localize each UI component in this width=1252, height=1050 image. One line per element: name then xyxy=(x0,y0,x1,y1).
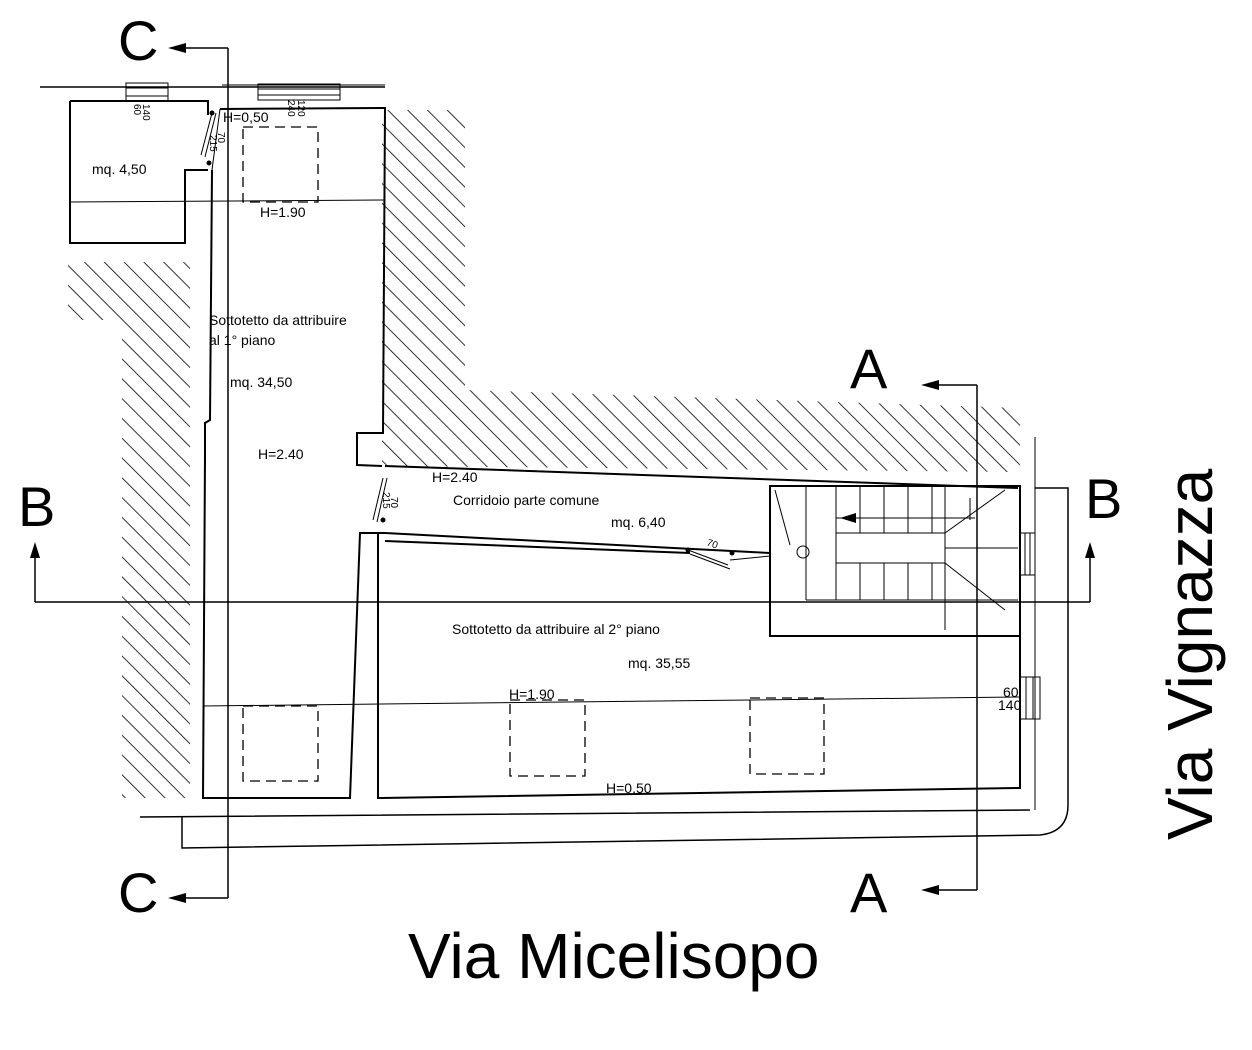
window-top-left xyxy=(125,82,169,102)
room-second-floor-outline xyxy=(377,533,1021,800)
door-corridor xyxy=(372,477,388,523)
corridor-outline xyxy=(384,465,1019,554)
dim-win-right-b: 140 xyxy=(998,697,1022,713)
hatched-wall-top-right xyxy=(382,110,1020,472)
skylight-bottom-mid xyxy=(509,699,586,777)
street-name-right: Via Vignazza xyxy=(1154,468,1226,840)
door-mid xyxy=(685,547,735,570)
label-second-floor-title: Sottotetto da attribuire al 2° piano xyxy=(452,621,660,637)
hatched-wall-left xyxy=(68,262,190,798)
section-label-c-bottom: C xyxy=(118,861,158,924)
dim-win-top-mid-a: 120 xyxy=(295,100,306,117)
label-first-floor-height: H=2.40 xyxy=(258,446,304,462)
skylight-bottom-right xyxy=(749,697,825,775)
label-corridor-title: Corridoio parte comune xyxy=(453,492,600,508)
dim-win-right-a: 60 xyxy=(1003,684,1019,700)
dim-door-mid: 70 xyxy=(705,537,720,551)
skylight-top xyxy=(242,126,319,203)
section-label-b-left: B xyxy=(18,475,55,538)
label-small-area: mq. 4,50 xyxy=(92,161,147,177)
room-second-floor-hline xyxy=(202,696,1021,707)
section-label-c-top: C xyxy=(118,9,158,72)
window-right-lower xyxy=(1019,676,1041,720)
label-second-floor-height-low: H=0,50 xyxy=(606,780,652,796)
outer-outline xyxy=(139,487,1069,849)
room-first-floor-left-wall xyxy=(211,108,221,171)
label-second-floor-height-mid: H=1.90 xyxy=(509,686,555,702)
dim-win-top-left-b: 60 xyxy=(131,104,142,116)
section-label-a-bottom: A xyxy=(850,861,888,924)
label-top-height-mid: H=1.90 xyxy=(260,204,306,220)
room-first-floor-outline xyxy=(201,106,387,799)
dim-door-top-b: 70 xyxy=(215,132,226,144)
corridor-divider xyxy=(729,555,771,561)
window-right-upper xyxy=(1019,532,1036,576)
window-top-mid xyxy=(222,83,385,101)
dim-win-top-left-a: 140 xyxy=(140,104,151,121)
label-corridor-area: mq. 6,40 xyxy=(611,514,666,530)
label-first-floor-title-1: Sottotetto da attribuire xyxy=(209,312,347,328)
label-second-floor-area: mq. 35,55 xyxy=(628,655,690,671)
dim-door-top-a: 215 xyxy=(207,135,218,152)
street-name-bottom: Via Micelisopo xyxy=(408,920,819,992)
section-line-c xyxy=(168,43,229,903)
section-label-a-top: A xyxy=(850,337,888,400)
label-top-height-low: H=0,50 xyxy=(223,109,269,125)
section-line-a xyxy=(921,380,978,895)
dim-win-top-mid-b: 240 xyxy=(285,100,296,117)
section-label-b-right: B xyxy=(1085,467,1122,530)
label-first-floor-title-2: al 1° piano xyxy=(209,332,276,348)
skylight-bottom-left xyxy=(242,705,319,782)
label-first-floor-area: mq. 34,50 xyxy=(230,374,292,390)
label-corridor-height: H=2.40 xyxy=(432,469,478,485)
section-line-b xyxy=(30,542,1095,603)
dim-door-corr-a: 215 xyxy=(380,492,391,509)
door-top xyxy=(200,110,217,166)
dim-door-corr-b: 70 xyxy=(388,497,399,509)
room-small-top-left xyxy=(69,100,209,244)
stairwell xyxy=(769,485,1021,637)
